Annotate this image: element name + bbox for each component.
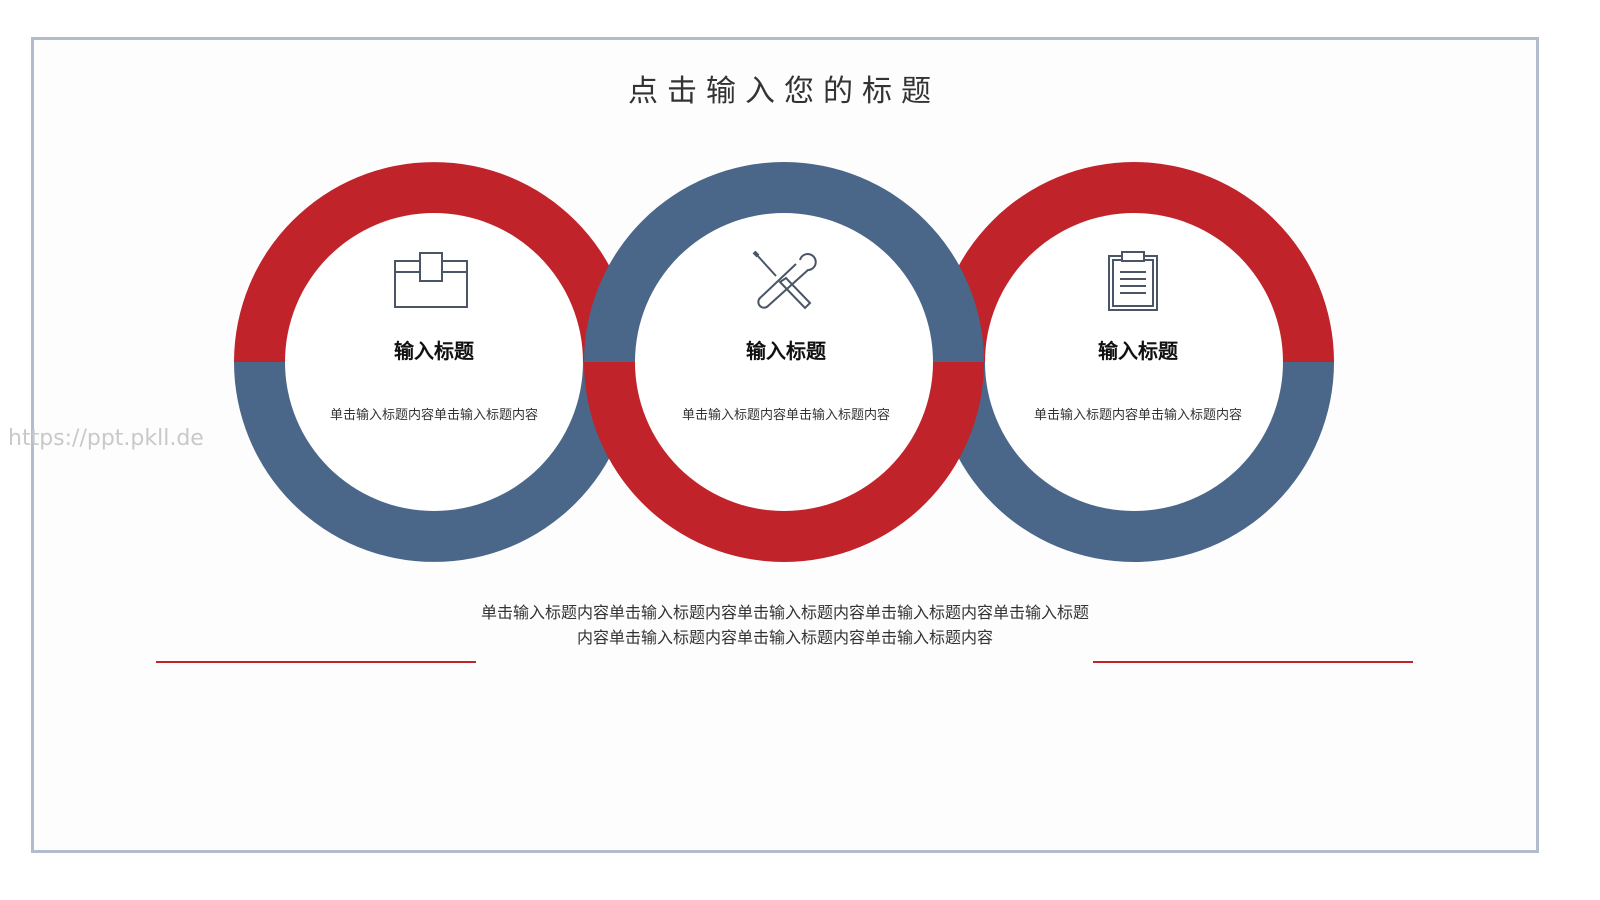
card-1-text: 单击输入标题内容单击输入标题内容: [329, 408, 538, 423]
tools-icon: [750, 248, 830, 314]
watermark: https://ppt.pkll.de: [8, 426, 204, 451]
body-text: 单击输入标题内容单击输入标题内容单击输入标题内容单击输入标题内容单击输入标题内容…: [480, 603, 1089, 647]
clipboard-icon: [1104, 248, 1184, 314]
ring-1-center: [285, 213, 583, 511]
right-divider: [1093, 661, 1413, 663]
ring-3-center: [985, 213, 1283, 511]
card-3-text: 单击输入标题内容单击输入标题内容: [1033, 408, 1242, 423]
ring-2-center: [635, 213, 933, 511]
slide-title: 点击输入您的标题: [628, 74, 940, 109]
toolbox-icon: [394, 248, 474, 314]
card-3-title: 输入标题: [1098, 339, 1178, 363]
left-divider: [156, 661, 476, 663]
card-2-title: 输入标题: [746, 339, 826, 363]
card-2-text: 单击输入标题内容单击输入标题内容: [681, 408, 890, 423]
card-1-title: 输入标题: [394, 339, 474, 363]
